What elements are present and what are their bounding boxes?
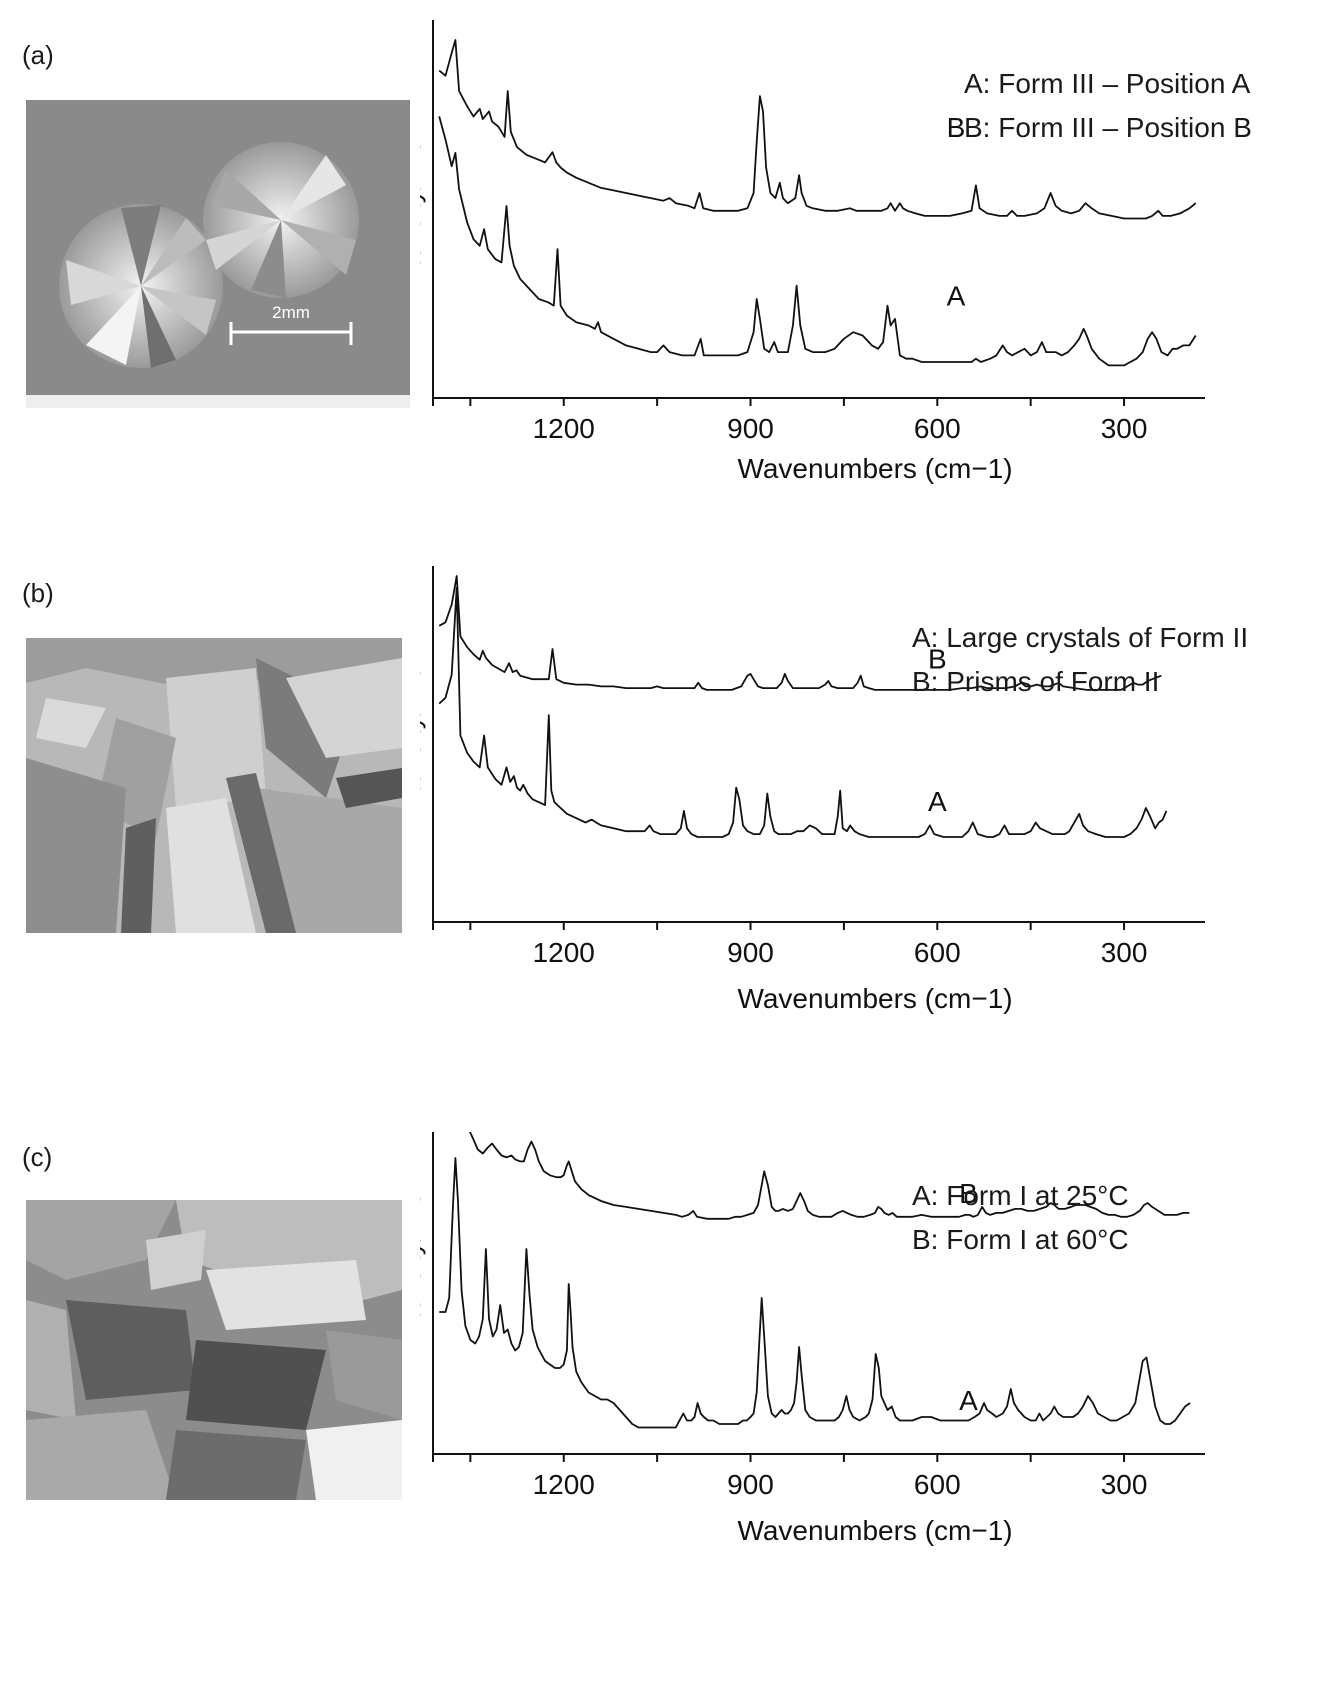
x-tick-label: 900 (727, 1469, 774, 1500)
series-label-b: B (947, 112, 966, 143)
series-label-a: A (959, 1385, 978, 1416)
legend-c-entry-a: A: Form I at 25°C (912, 1180, 1129, 1211)
x-tick-label: 900 (727, 937, 774, 968)
micrograph-b-image (26, 638, 402, 933)
x-tick-label: 600 (914, 1469, 961, 1500)
y-axis-label: Intensity/A.U. (420, 1182, 426, 1343)
scale-bar: 2mm (229, 303, 353, 345)
spectrum-line-a (438, 116, 1197, 367)
scale-bar-label: 2mm (272, 303, 310, 322)
legend-a-entry-a: A: Form III – Position A (964, 68, 1251, 99)
x-tick-label: 1200 (533, 937, 595, 968)
spherulite-left (59, 204, 223, 368)
spectrum-line-a (439, 1157, 1191, 1429)
x-axis-label: Wavenumbers (cm−1) (737, 453, 1012, 484)
series-label-b: B (959, 1178, 978, 1209)
x-tick-label: 1200 (533, 1469, 595, 1500)
micrograph-a: 2mm (26, 100, 410, 408)
panel-label-c: (c) (22, 1142, 53, 1172)
micrograph-a-image: 2mm (26, 100, 410, 408)
panel-label-a: (a) (22, 40, 54, 70)
panel-a: (a) (0, 0, 1324, 540)
legend-b-entry-b: B: Prisms of Form II (912, 666, 1160, 697)
x-tick-label: 1200 (533, 413, 595, 444)
micrograph-b (26, 638, 402, 933)
micrograph-c (26, 1200, 402, 1500)
legend-b: A: Large crystals of Form II B: Prisms o… (912, 616, 1248, 704)
series-label-a: A (928, 786, 947, 817)
legend-c-entry-b: B: Form I at 60°C (912, 1224, 1129, 1255)
spectrum-line-b (438, 39, 1197, 220)
spherulite-right (203, 142, 359, 298)
spectrum-line-b (469, 1132, 1190, 1220)
x-tick-label: 600 (914, 413, 961, 444)
x-axis-label: Wavenumbers (cm−1) (737, 983, 1012, 1014)
panel-label-b: (b) (22, 578, 54, 608)
legend-c: A: Form I at 25°C B: Form I at 60°C (912, 1174, 1129, 1262)
spectrum-line-a (438, 586, 1168, 838)
x-tick-label: 600 (914, 937, 961, 968)
x-tick-label: 300 (1101, 937, 1148, 968)
x-axis-label: Wavenumbers (cm−1) (737, 1515, 1012, 1546)
legend-b-entry-a: A: Large crystals of Form II (912, 622, 1249, 653)
series-label-b: B (928, 644, 947, 675)
legend-a-entry-b: B: Form III – Position B (964, 112, 1252, 143)
y-axis-label: Intensity/A.U. (420, 130, 426, 291)
x-tick-label: 900 (727, 413, 774, 444)
y-axis-label: Intensity/A.U. (420, 656, 426, 817)
micrograph-c-image (26, 1200, 402, 1500)
spectrum-line-b (438, 575, 1162, 691)
x-tick-label: 300 (1101, 413, 1148, 444)
series-label-a: A (947, 281, 966, 312)
legend-a: A: Form III – Position A B: Form III – P… (964, 62, 1252, 150)
x-tick-label: 300 (1101, 1469, 1148, 1500)
